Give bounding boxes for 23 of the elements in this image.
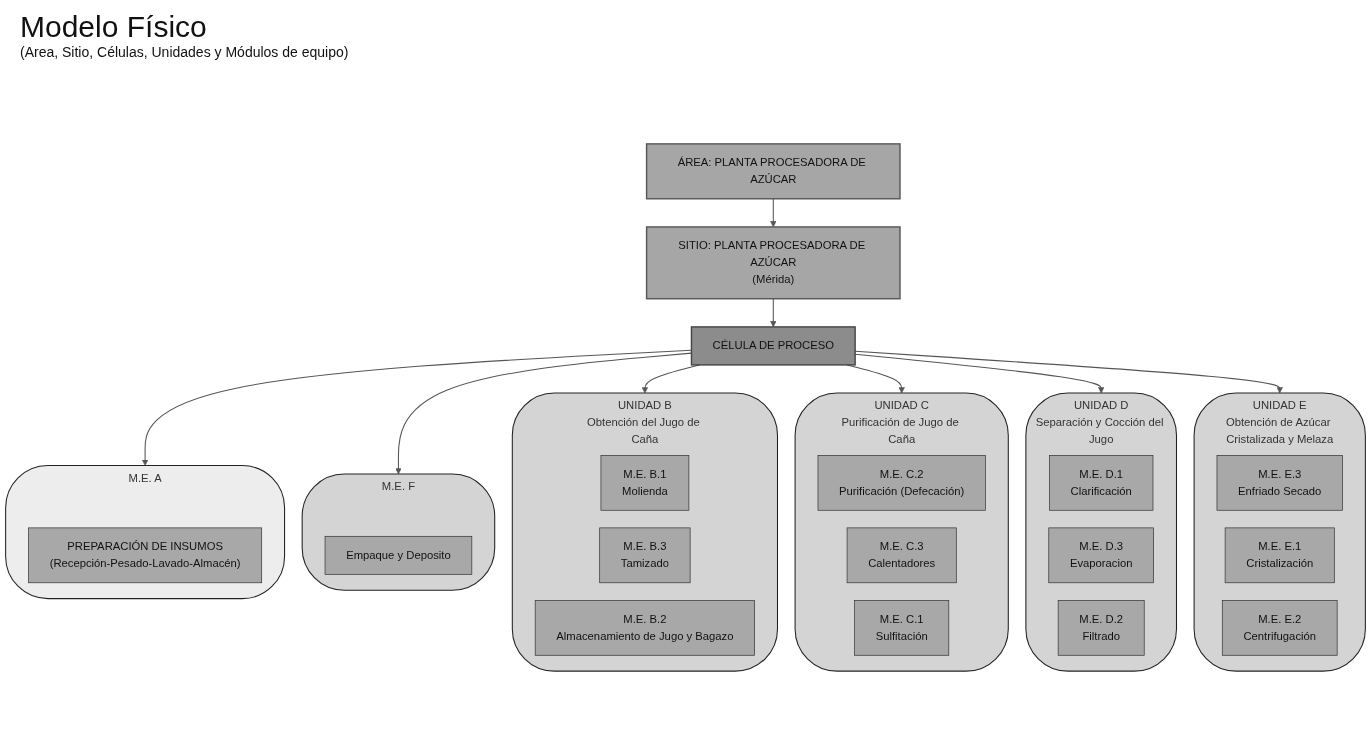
node-box: M.E. E.3 Enfriado Secado xyxy=(1216,455,1343,511)
node-box: M.E. B.2 Almacenamiento de Jugo y Bagazo xyxy=(534,600,755,656)
node-box: PREPARACIÓN DE INSUMOS (Recepción-Pesado-Lavado-Almacén) xyxy=(28,527,263,584)
node-box: SITIO: PLANTA PROCESADORA DE AZÚCAR (Mérida) xyxy=(645,226,901,300)
arrow xyxy=(142,349,692,466)
node-box: Empaque y Deposito xyxy=(324,535,473,575)
node-box: M.E. C.1 Sulfitación xyxy=(854,600,950,656)
arrow xyxy=(770,198,777,228)
arrow xyxy=(770,298,777,328)
node-box: ÁREA: PLANTA PROCESADORA DE AZÚCAR xyxy=(645,143,901,200)
subtitle-note: (Area, Sitio, Células, Unidades y Módulos de equipo) xyxy=(20,44,349,60)
node-box: M.E. D.1 Clarificación xyxy=(1049,455,1154,511)
node-box: M.E. C.3 Calentadores xyxy=(846,527,957,584)
node-box: M.E. D.2 Filtrado xyxy=(1057,600,1145,656)
node-box: M.E. D.3 Evaporacion xyxy=(1048,527,1154,584)
node-box: M.E. B.3 Tamizado xyxy=(599,527,691,584)
node-box: M.E. B.1 Molienda xyxy=(600,455,690,511)
node-box: M.E. E.2 Centrifugación xyxy=(1221,600,1338,656)
node-box: CÉLULA DE PROCESO xyxy=(690,326,856,366)
node-box: M.E. C.2 Purificación (Defecación) xyxy=(817,455,986,511)
node-box: M.E. E.1 Cristalización xyxy=(1224,527,1335,584)
diagram-title: Modelo Físico xyxy=(20,10,208,44)
arrow xyxy=(395,352,692,475)
